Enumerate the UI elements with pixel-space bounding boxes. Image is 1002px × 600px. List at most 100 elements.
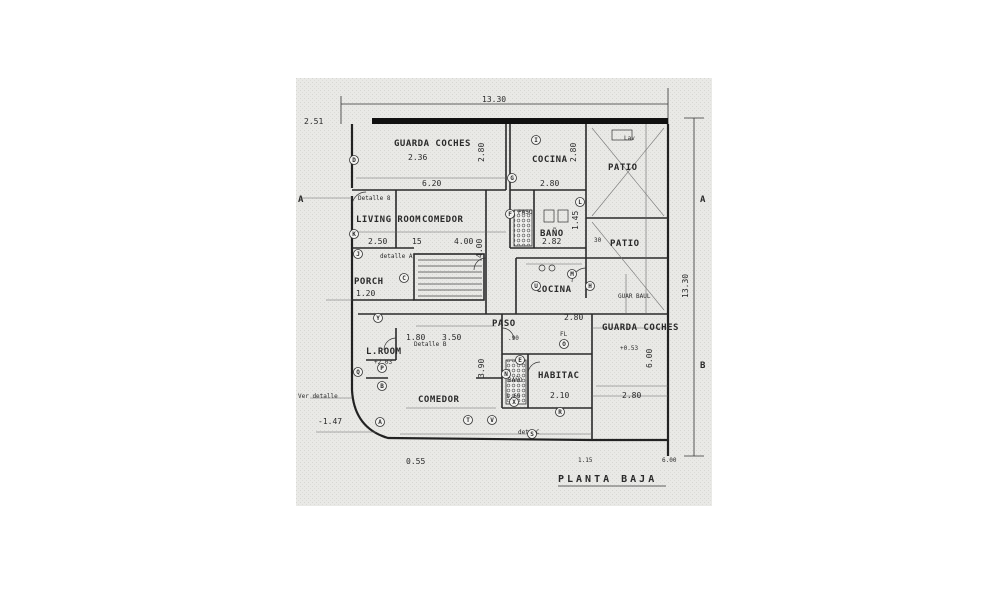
section-mark-a-right: A: [700, 195, 706, 205]
note-guar-baul: GUAR BAUL: [618, 293, 651, 300]
circle-mark-l: L: [575, 197, 585, 207]
dim-280-v: 2.80: [569, 143, 578, 162]
circle-mark-u: U: [531, 281, 541, 291]
dim-203: +2.03: [374, 359, 392, 366]
svg-text:C: C: [402, 275, 406, 282]
dim-overall-width: 13.30: [482, 95, 506, 104]
svg-text:Y: Y: [376, 315, 380, 322]
circle-mark-x: X: [509, 397, 519, 407]
circle-mark-b: B: [377, 381, 387, 391]
circle-mark-k: K: [349, 229, 359, 239]
svg-text:F: F: [508, 211, 512, 218]
note-detalle-8: Detalle 8: [358, 195, 391, 202]
svg-text:T: T: [466, 417, 470, 424]
dim-30: 30: [594, 237, 602, 244]
dim-600: 6.00: [645, 349, 654, 368]
circle-mark-m: M: [567, 269, 577, 279]
section-mark-a-left: A: [298, 195, 304, 205]
svg-text:M: M: [570, 271, 574, 278]
dim-280-coc: 2.80: [540, 179, 559, 188]
dim-280-top: 2.80: [477, 143, 486, 162]
svg-text:P: P: [380, 365, 384, 372]
dim-280-low: 2.80: [622, 391, 641, 400]
kitchen-fixtures: [538, 129, 633, 272]
room-bano-low: BAÑO: [508, 377, 523, 384]
paper-background: [296, 78, 712, 506]
dim-600b: 6.00: [662, 457, 677, 464]
svg-text:E: E: [518, 357, 522, 364]
dim-90: .90: [508, 335, 519, 342]
exterior-walls: [350, 124, 670, 456]
svg-text:L: L: [578, 199, 582, 206]
dim-250: 2.50: [368, 237, 387, 246]
dim-180: 1.80: [406, 333, 425, 342]
svg-text:D: D: [352, 157, 356, 164]
dim-120: 1.20: [356, 289, 375, 298]
circle-mark-p: P: [377, 363, 387, 373]
note-lav: Lav: [624, 135, 635, 142]
plan-title: PLANTA BAJA: [558, 474, 657, 485]
dim-165: 1.65: [506, 393, 521, 400]
circle-mark-v: V: [487, 415, 497, 425]
interior-walls: [352, 124, 668, 440]
floor-plan-drawing: 13.30 13.30: [296, 78, 712, 506]
svg-text:I: I: [534, 137, 538, 144]
dim-055: 0.55: [406, 457, 425, 466]
room-habitac: HABITAC: [538, 371, 579, 381]
circle-mark-o: O: [559, 339, 569, 349]
circle-mark-e: E: [515, 355, 525, 365]
dim-overall-depth: 13.30: [681, 274, 690, 298]
patio-diagonals: [591, 127, 665, 311]
svg-text:J: J: [356, 251, 360, 258]
note-fl: FL: [560, 331, 568, 338]
room-bano-top: BAÑO: [540, 228, 564, 239]
dim-400-h: 4.00: [454, 237, 473, 246]
dim-390: 3.90: [477, 359, 486, 378]
note-ver-detalle: Ver detalle: [298, 393, 338, 400]
circle-mark-s: S: [527, 429, 537, 439]
overall-depth-dimension: [684, 117, 704, 457]
svg-text:H: H: [588, 283, 592, 290]
circle-mark-a: A: [375, 417, 385, 427]
room-living-room: LIVING ROOM: [356, 215, 421, 225]
dim-147: -1.47: [318, 417, 342, 426]
circle-mark-h: H: [585, 281, 595, 291]
room-porch: PORCH: [354, 277, 384, 287]
room-cocina-mid: COCINA: [536, 285, 572, 295]
dim-053: +0.53: [620, 345, 638, 352]
door-swings: [351, 191, 587, 375]
circle-mark-d: D: [349, 155, 359, 165]
top-wall: [372, 118, 668, 124]
circle-mark-c: C: [399, 273, 409, 283]
svg-text:B: B: [380, 383, 384, 390]
svg-text:Q: Q: [356, 369, 360, 376]
note-detalle-b: Detalle B: [414, 341, 447, 348]
circle-mark-r: R: [555, 407, 565, 417]
dim-210: 2.10: [550, 391, 569, 400]
circle-mark-g: G: [507, 173, 517, 183]
circle-mark-y: Y: [373, 313, 383, 323]
bath-top-tiles: [513, 209, 533, 247]
circle-mark-q: Q: [353, 367, 363, 377]
stair-treads: [418, 259, 482, 297]
room-patio-mid: PATIO: [610, 239, 640, 249]
circle-marks: A B C D E F G H I J K L M N O P Q R S T U V X Y: [349, 135, 595, 439]
note-detalle-a: detalle A: [380, 253, 413, 260]
circle-mark-j: J: [353, 249, 363, 259]
room-guarda-coches-top: GUARDA COCHES: [394, 139, 471, 149]
dim-145: 1.45: [571, 211, 580, 230]
dim-282: 2.82: [542, 237, 561, 246]
svg-text:S: S: [530, 431, 534, 438]
section-mark-b-right: B: [700, 361, 706, 371]
room-comedor-low: COMEDOR: [418, 395, 460, 405]
circle-mark-t: T: [463, 415, 473, 425]
room-l-room-low: L.ROOM: [366, 347, 402, 357]
svg-text:N: N: [504, 371, 508, 378]
svg-text:K: K: [352, 231, 356, 238]
room-paso-mid: PASO: [492, 319, 516, 329]
dim-280-mid: 2.80: [564, 313, 583, 322]
circle-mark-i: I: [531, 135, 541, 145]
room-comedor-top: COMEDOR: [422, 215, 464, 225]
svg-text:A: A: [378, 419, 382, 426]
room-patio-top: PATIO: [608, 163, 638, 173]
